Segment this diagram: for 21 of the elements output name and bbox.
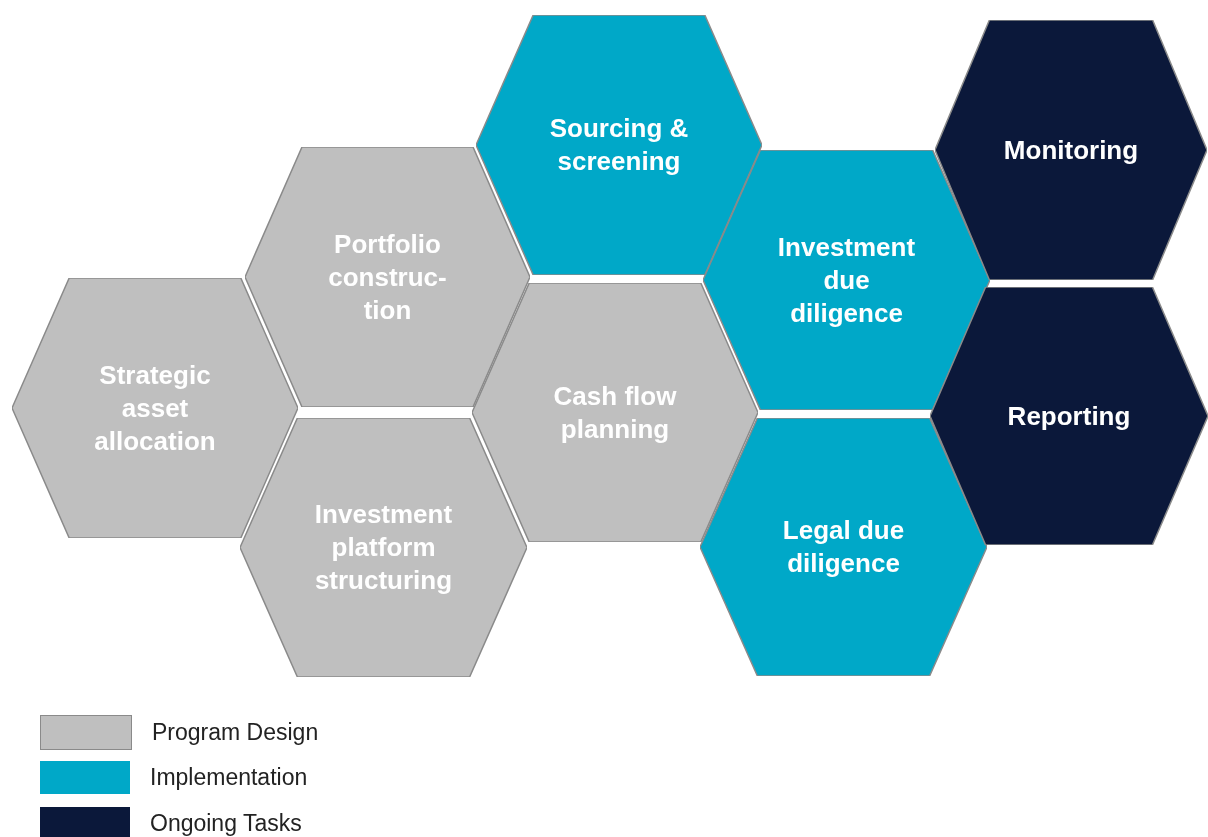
hexagon-tile (245, 147, 530, 407)
hexagon-tile (700, 418, 987, 676)
tile-label: Portfolio construc- tion (327, 227, 448, 327)
hexagon-tile (935, 20, 1207, 280)
hexagon-tile (703, 150, 990, 410)
legend-label: Implementation (150, 764, 308, 791)
hexagon-tile (472, 283, 758, 542)
tile-label: Investment platform structuring (313, 498, 454, 597)
tile-label: Reporting (1007, 399, 1131, 433)
hexagon-tile (476, 15, 762, 275)
tile-label: Strategic asset allocation (93, 358, 217, 458)
tile-label: Sourcing & screening (548, 112, 690, 178)
tile-label: Investment due diligence (776, 230, 917, 330)
hexagon-tile (240, 418, 527, 677)
tile-label: Cash flow planning (552, 379, 678, 446)
hexagon-tile (930, 287, 1208, 545)
tile-label: Legal due diligence (781, 514, 906, 580)
hexagon-tile (12, 278, 298, 538)
tile-label: Monitoring (1003, 133, 1139, 167)
legend-label: Program Design (152, 719, 319, 746)
legend-label: Ongoing Tasks (150, 810, 302, 837)
